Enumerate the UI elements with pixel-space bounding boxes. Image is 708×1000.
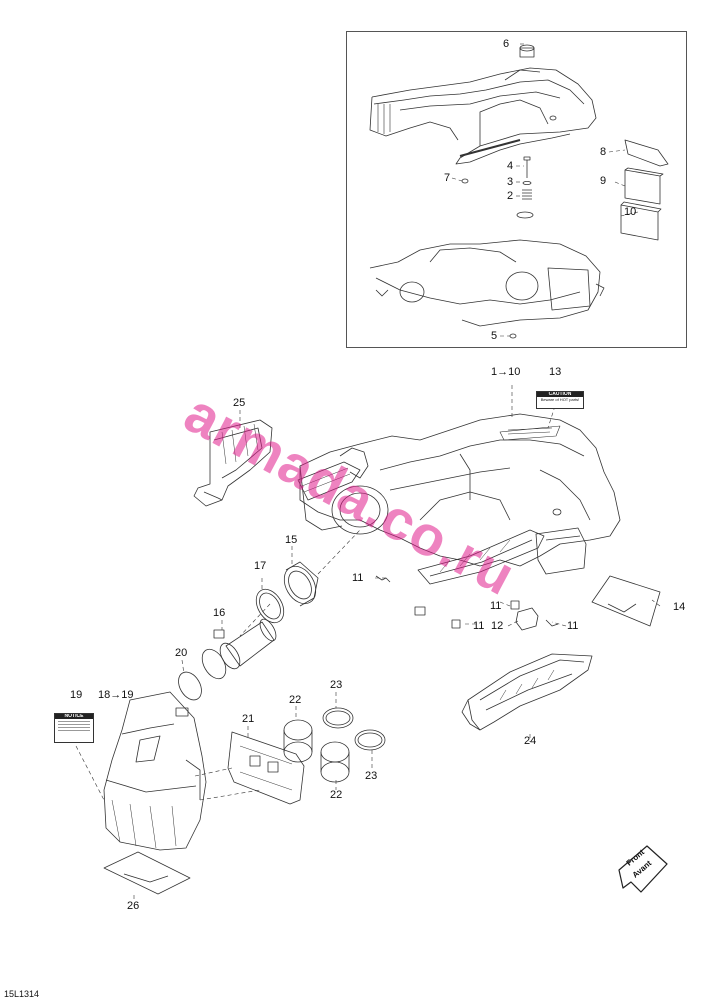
callout-22-a: 22 bbox=[289, 694, 302, 706]
clamp-part-17 bbox=[255, 588, 285, 624]
callout-22-b: 22 bbox=[330, 789, 343, 801]
bracket-plate-part-21 bbox=[227, 731, 305, 805]
duct-sleeve-part-22 bbox=[283, 719, 350, 783]
callout-19: 19 bbox=[70, 689, 83, 701]
mat-part-26 bbox=[103, 851, 191, 895]
upper-housing-part bbox=[369, 44, 597, 165]
callout-8: 8 bbox=[600, 146, 607, 158]
callout-21: 21 bbox=[242, 713, 255, 725]
callout-10: 10 bbox=[624, 206, 637, 218]
callout-15: 15 bbox=[285, 534, 298, 546]
callout-6: 6 bbox=[503, 38, 510, 50]
callout-4: 4 bbox=[507, 160, 514, 172]
callout-11-c: 11 bbox=[473, 620, 485, 632]
callout-11-a: 11 bbox=[352, 572, 364, 584]
main-airbox-housing-part bbox=[297, 413, 621, 585]
side-duct-part-25 bbox=[193, 419, 273, 507]
callout-18-to-19: 18→19 bbox=[98, 689, 134, 701]
callout-11-d: 11 bbox=[567, 620, 579, 632]
callout-11-b: 11 bbox=[490, 600, 502, 612]
rubber-adapter-part-15 bbox=[283, 561, 319, 607]
front-direction-arrow-icon bbox=[618, 845, 668, 893]
caution-decal: CAUTION Beware of HOT parts! bbox=[536, 391, 584, 409]
caution-decal-text: Beware of HOT parts! bbox=[540, 397, 580, 402]
clamp-part-23 bbox=[322, 707, 386, 751]
callout-7: 7 bbox=[444, 172, 451, 184]
callout-13: 13 bbox=[549, 366, 562, 378]
callout-5: 5 bbox=[491, 330, 498, 342]
lower-airbox-part-18 bbox=[103, 691, 207, 851]
callout-2: 2 bbox=[507, 190, 514, 202]
callout-23-a: 23 bbox=[330, 679, 343, 691]
callout-16: 16 bbox=[213, 607, 226, 619]
callout-26: 26 bbox=[127, 900, 140, 912]
callout-17: 17 bbox=[254, 560, 267, 572]
callout-3: 3 bbox=[507, 176, 514, 188]
leader-lines bbox=[75, 43, 661, 902]
notice-decal: NOTICE bbox=[54, 713, 94, 743]
deflector-part-24 bbox=[461, 653, 593, 731]
rubber-sleeve-part-16 bbox=[213, 618, 277, 670]
detail-inset-frame bbox=[346, 31, 687, 348]
caution-decal-header: CAUTION bbox=[537, 392, 583, 397]
callout-23-b: 23 bbox=[365, 770, 378, 782]
callout-1-to-10: 1→10 bbox=[491, 366, 521, 378]
callout-12: 12 bbox=[491, 620, 504, 632]
callout-25: 25 bbox=[233, 397, 246, 409]
callout-20: 20 bbox=[175, 647, 188, 659]
drawing-code: 15L1314 bbox=[4, 989, 40, 999]
callout-24: 24 bbox=[524, 735, 537, 747]
lower-housing-part bbox=[369, 239, 605, 327]
foam-pads-part bbox=[620, 139, 669, 241]
cap-part-12 bbox=[515, 607, 539, 631]
callout-14: 14 bbox=[673, 601, 686, 613]
mat-part-14 bbox=[591, 575, 661, 627]
clamp-part-20 bbox=[178, 648, 227, 701]
callout-9: 9 bbox=[600, 175, 607, 187]
notice-decal-header: NOTICE bbox=[55, 714, 93, 719]
